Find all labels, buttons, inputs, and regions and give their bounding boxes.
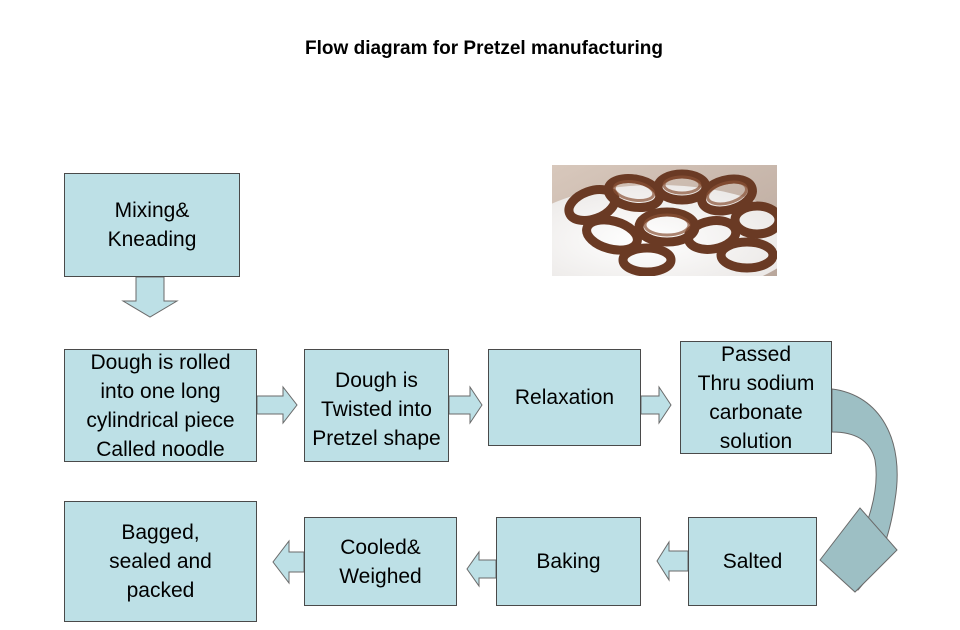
step-label: Salted [722, 550, 783, 573]
pretzel-photo-icon [552, 165, 777, 276]
step-label: Dough is rolled into one long cylindrica… [86, 350, 235, 461]
arrow-left-icon [466, 550, 497, 588]
step-sodium-carbonate: Passed Thru sodium carbonate solution [680, 341, 832, 454]
arrow-left-icon [656, 540, 689, 582]
step-mixing-kneading: Mixing& Kneading [64, 173, 240, 277]
step-label: Relaxation [514, 386, 615, 409]
step-salted: Salted [688, 517, 817, 606]
step-label: Cooled& Weighed [339, 535, 422, 588]
curved-arrow-head-icon [819, 507, 898, 593]
step-bagged-packed: Bagged, sealed and packed [64, 501, 257, 622]
step-label: Bagged, sealed and packed [109, 521, 212, 602]
step-dough-twisted: Dough is Twisted into Pretzel shape [304, 349, 449, 462]
arrow-right-icon [448, 385, 483, 425]
arrow-right-icon [640, 385, 672, 425]
arrow-down-icon [121, 276, 179, 318]
step-label: Dough is Twisted into Pretzel shape [312, 369, 441, 450]
step-relaxation: Relaxation [488, 349, 641, 446]
curved-arrow-icon [828, 388, 898, 591]
step-label: Baking [536, 550, 601, 573]
arrow-right-icon [256, 385, 298, 425]
step-label: Passed Thru sodium carbonate solution [697, 342, 815, 453]
step-label: Mixing& Kneading [107, 199, 197, 251]
diagram-title: Flow diagram for Pretzel manufacturing [305, 38, 663, 59]
step-cooled-weighed: Cooled& Weighed [304, 517, 457, 606]
chocolate-pretzels-photo [552, 165, 777, 276]
step-baking: Baking [496, 517, 641, 606]
step-dough-rolled: Dough is rolled into one long cylindrica… [64, 349, 257, 462]
arrow-left-icon [272, 539, 305, 585]
